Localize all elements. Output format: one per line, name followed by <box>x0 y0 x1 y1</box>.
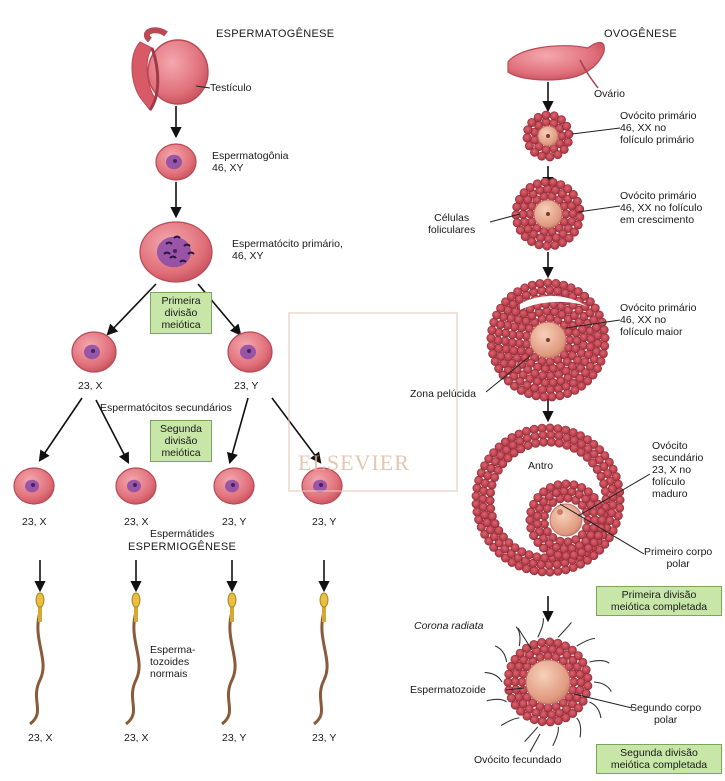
sperm-3-label: 23, Y <box>222 732 246 744</box>
fertilized-oocyte-leader <box>530 734 540 752</box>
primary-spermatocyte-label: Espermatócito primário, 46, XY <box>232 238 343 262</box>
spermatid-3-cell <box>214 468 254 504</box>
secondary-spermatocyte-right <box>228 332 272 372</box>
second-division-box: Segunda divisão meiótica <box>150 420 212 462</box>
follicular-cells-label: Células foliculares <box>428 212 475 236</box>
oocyte-growing-follicle-label: Ovócito primário 46, XX no folículo em c… <box>620 190 702 226</box>
first-division-completed-box: Primeira divisão meiótica completada <box>596 586 722 616</box>
spermatid-2-label: 23, X <box>124 516 149 528</box>
first-polar-body-label: Primeiro corpo polar <box>644 546 712 570</box>
spermatid-3-label: 23, Y <box>222 516 246 528</box>
watermark-text: ELSEVIER <box>298 450 410 476</box>
secondary-spermatocytes-label: Espermatócitos secundários <box>100 402 232 414</box>
oocyte-larger-follicle-label: Ovócito primário 46, XX no folículo maio… <box>620 302 696 338</box>
spermatids-label: Espermátides <box>150 528 214 540</box>
spermatogenesis-title: ESPERMATOGÊNESE <box>216 28 334 40</box>
arrow-sec-spermatid-1 <box>40 398 82 460</box>
secondary-oocyte-label: Ovócito secundário 23, X no folículo mad… <box>652 440 703 500</box>
sperm-oog-label: Espermatozoide <box>410 684 486 696</box>
ovary-drawing <box>508 42 604 88</box>
fertilized-oocyte-label: Ovócito fecundado <box>474 754 562 766</box>
first-division-box: Primeira divisão meiótica <box>150 292 212 334</box>
normal-sperm-label: Esperma- tozoides normais <box>150 644 196 680</box>
larger-follicle <box>487 279 609 401</box>
sperm-1 <box>30 593 44 724</box>
spermatid-1-cell <box>14 468 54 504</box>
primary-follicle <box>523 111 573 161</box>
fertilized-oocyte <box>485 618 612 746</box>
corona-radiata-label: Corona radiata <box>414 620 483 632</box>
arrow-primary-sec-left <box>108 284 156 334</box>
ovary-label: Ovário <box>594 88 625 100</box>
primary-follicle-leader <box>572 128 620 134</box>
zona-pellucida-label: Zona pelúcida <box>410 388 476 400</box>
arrow-sec-spermatid-3 <box>230 398 248 462</box>
sperm-3 <box>222 593 236 724</box>
second-division-completed-box: Segunda divisão meiótica completada <box>596 744 722 774</box>
spermatogonium-cell <box>156 144 196 180</box>
antrum-label: Antro <box>528 460 553 472</box>
primary-spermatocyte-cell <box>140 222 212 282</box>
secondary-right-label: 23, Y <box>234 380 258 392</box>
sperm-2 <box>126 593 140 724</box>
secondary-left-label: 23, X <box>78 380 103 392</box>
sperm-4 <box>314 593 328 724</box>
sperm-4-label: 23, Y <box>312 732 336 744</box>
oocyte-primary-follicle-label: Ovócito primário 46, XX no folículo prim… <box>620 110 696 146</box>
sperm-1-label: 23, X <box>28 732 53 744</box>
growing-follicle-leader <box>578 206 620 212</box>
testis-drawing <box>132 30 208 110</box>
second-polar-body-label: Segundo corpo polar <box>630 702 701 726</box>
mature-follicle <box>472 424 624 576</box>
spermatid-1-label: 23, X <box>22 516 47 528</box>
spermatogonium-label: Espermatogônia 46, XY <box>212 150 288 174</box>
testis-label: Testículo <box>210 82 251 94</box>
spermatid-4-label: 23, Y <box>312 516 336 528</box>
oogenesis-title: OVOGÊNESE <box>604 28 677 40</box>
spermiogenesis-title: ESPERMIOGÊNESE <box>128 541 236 553</box>
spermatid-2-cell <box>116 468 156 504</box>
secondary-spermatocyte-left <box>72 332 116 372</box>
sperm-2-label: 23, X <box>124 732 149 744</box>
growing-follicle <box>512 178 584 250</box>
